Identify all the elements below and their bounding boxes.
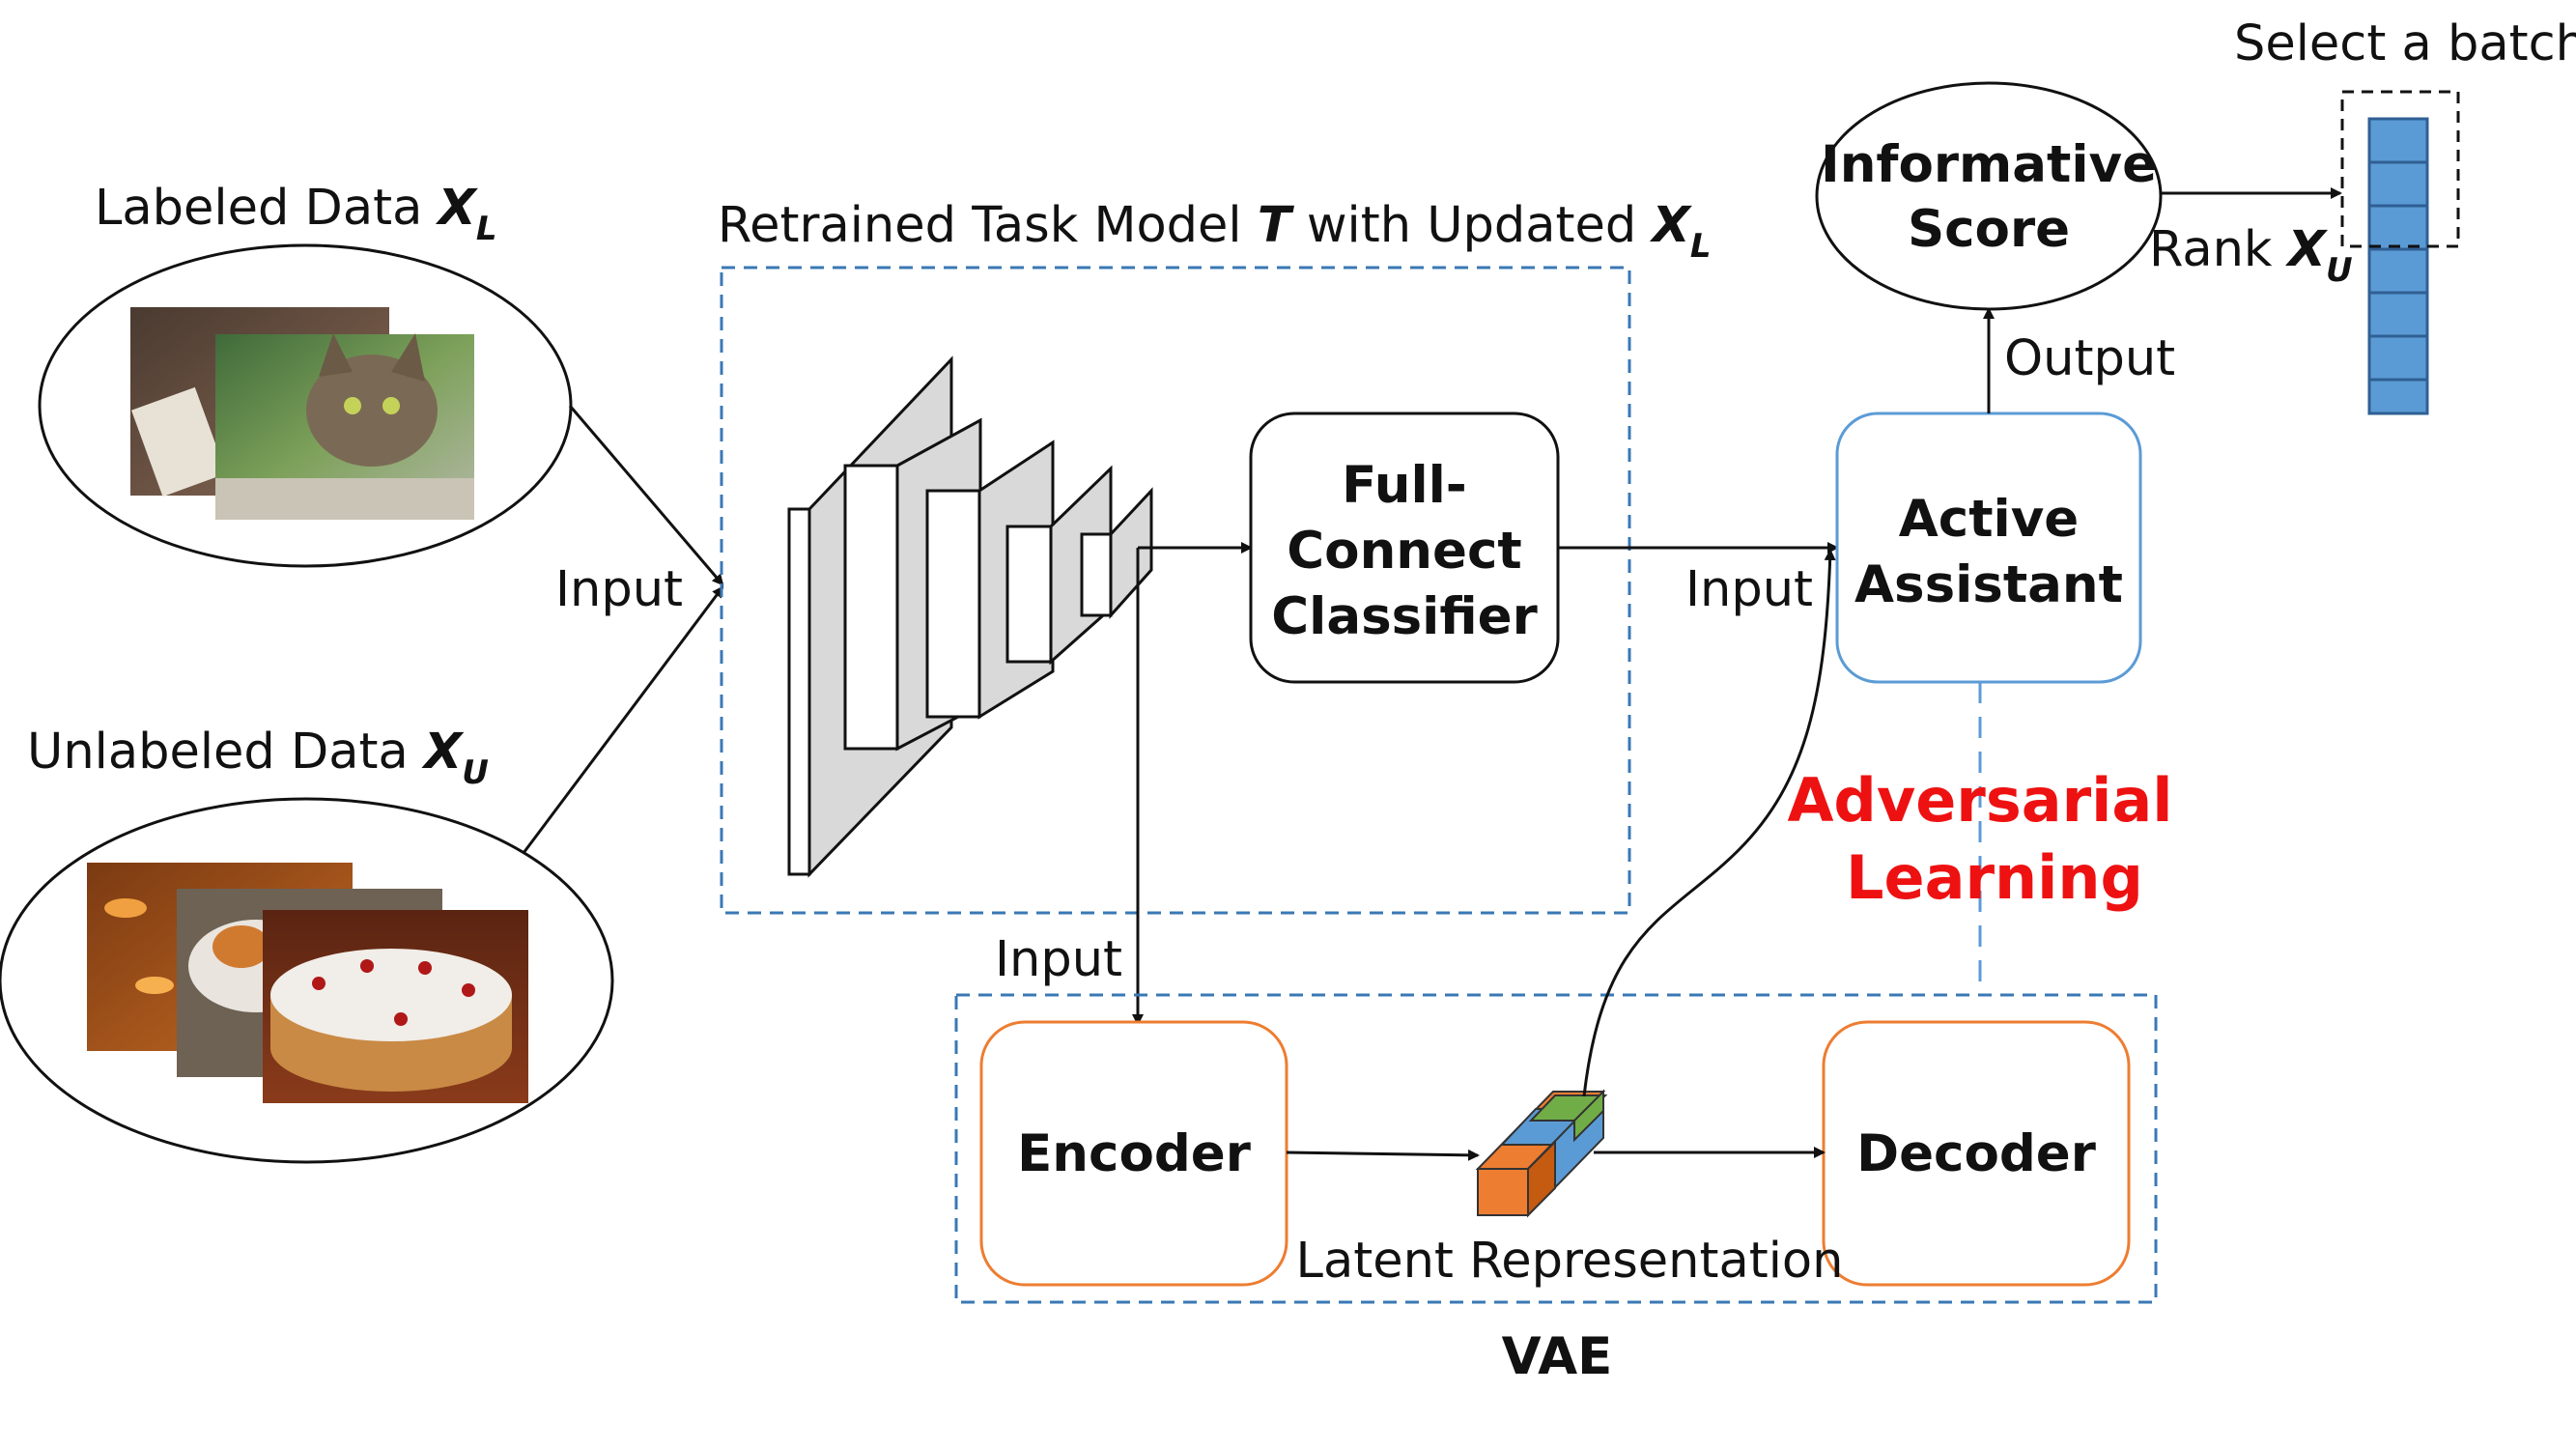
output-label: Output <box>2004 330 2175 387</box>
full-connect-classifier: Full- Connect Classifier <box>1249 412 1560 684</box>
unlabeled-data-group: Unlabeled Data XU <box>0 724 614 1164</box>
score-line-2: Score <box>1908 200 2070 259</box>
adversarial-line-1: Adversarial <box>1787 765 2172 836</box>
arrow-labeled-to-model <box>568 405 724 586</box>
classifier-line-2: Connect <box>1287 522 1521 581</box>
arrow-unlabeled-to-model <box>522 585 724 854</box>
adversarial-line-2: Learning <box>1846 842 2143 913</box>
latent-vector <box>1475 1089 1608 1218</box>
labeled-data-label: Labeled Data XL <box>95 180 497 248</box>
encoder-block: Encoder <box>979 1020 1288 1287</box>
task-model-box <box>720 266 1631 915</box>
rank-label: Rank XU <box>2149 221 2353 290</box>
latent-label: Latent Representation <box>1296 1233 1844 1290</box>
assistant-line-1: Active <box>1899 490 2079 549</box>
cnn-feature-extractor <box>787 355 1153 878</box>
active-assistant: Active Assistant <box>1835 412 2142 684</box>
input-label-vae: Input <box>995 931 1122 988</box>
select-batch-label: Select a batch <box>2234 15 2576 72</box>
labeled-data-group: Labeled Data XL <box>38 180 573 568</box>
unlabeled-data-label: Unlabeled Data XU <box>27 724 489 792</box>
score-line-1: Informative <box>1821 135 2157 194</box>
input-label-left: Input <box>555 561 683 618</box>
classifier-line-1: Full- <box>1342 456 1467 515</box>
arrow-latent-to-assistant <box>1582 549 1836 1097</box>
decoder-block: Decoder <box>1822 1020 2131 1287</box>
input-label-assistant: Input <box>1685 561 1813 618</box>
labeled-image-cat <box>215 333 474 520</box>
encoder-label: Encoder <box>1017 1124 1251 1183</box>
informative-score: Informative Score <box>1815 81 2163 311</box>
vae-box <box>954 993 2158 1304</box>
selected-batch-box <box>2340 90 2460 248</box>
unlabeled-ranked-stack <box>2367 117 2429 415</box>
unlabeled-data-ellipse <box>0 797 614 1164</box>
vae-label: VAE <box>1502 1327 1613 1386</box>
unlabeled-image-cake <box>263 910 528 1103</box>
arrow-encoder-to-latent <box>1286 1149 1480 1161</box>
decoder-label: Decoder <box>1856 1124 2096 1183</box>
classifier-line-3: Classifier <box>1271 587 1537 646</box>
task-model-title: Retrained Task Model T with Updated XL <box>718 197 1712 266</box>
assistant-line-2: Assistant <box>1854 555 2123 614</box>
